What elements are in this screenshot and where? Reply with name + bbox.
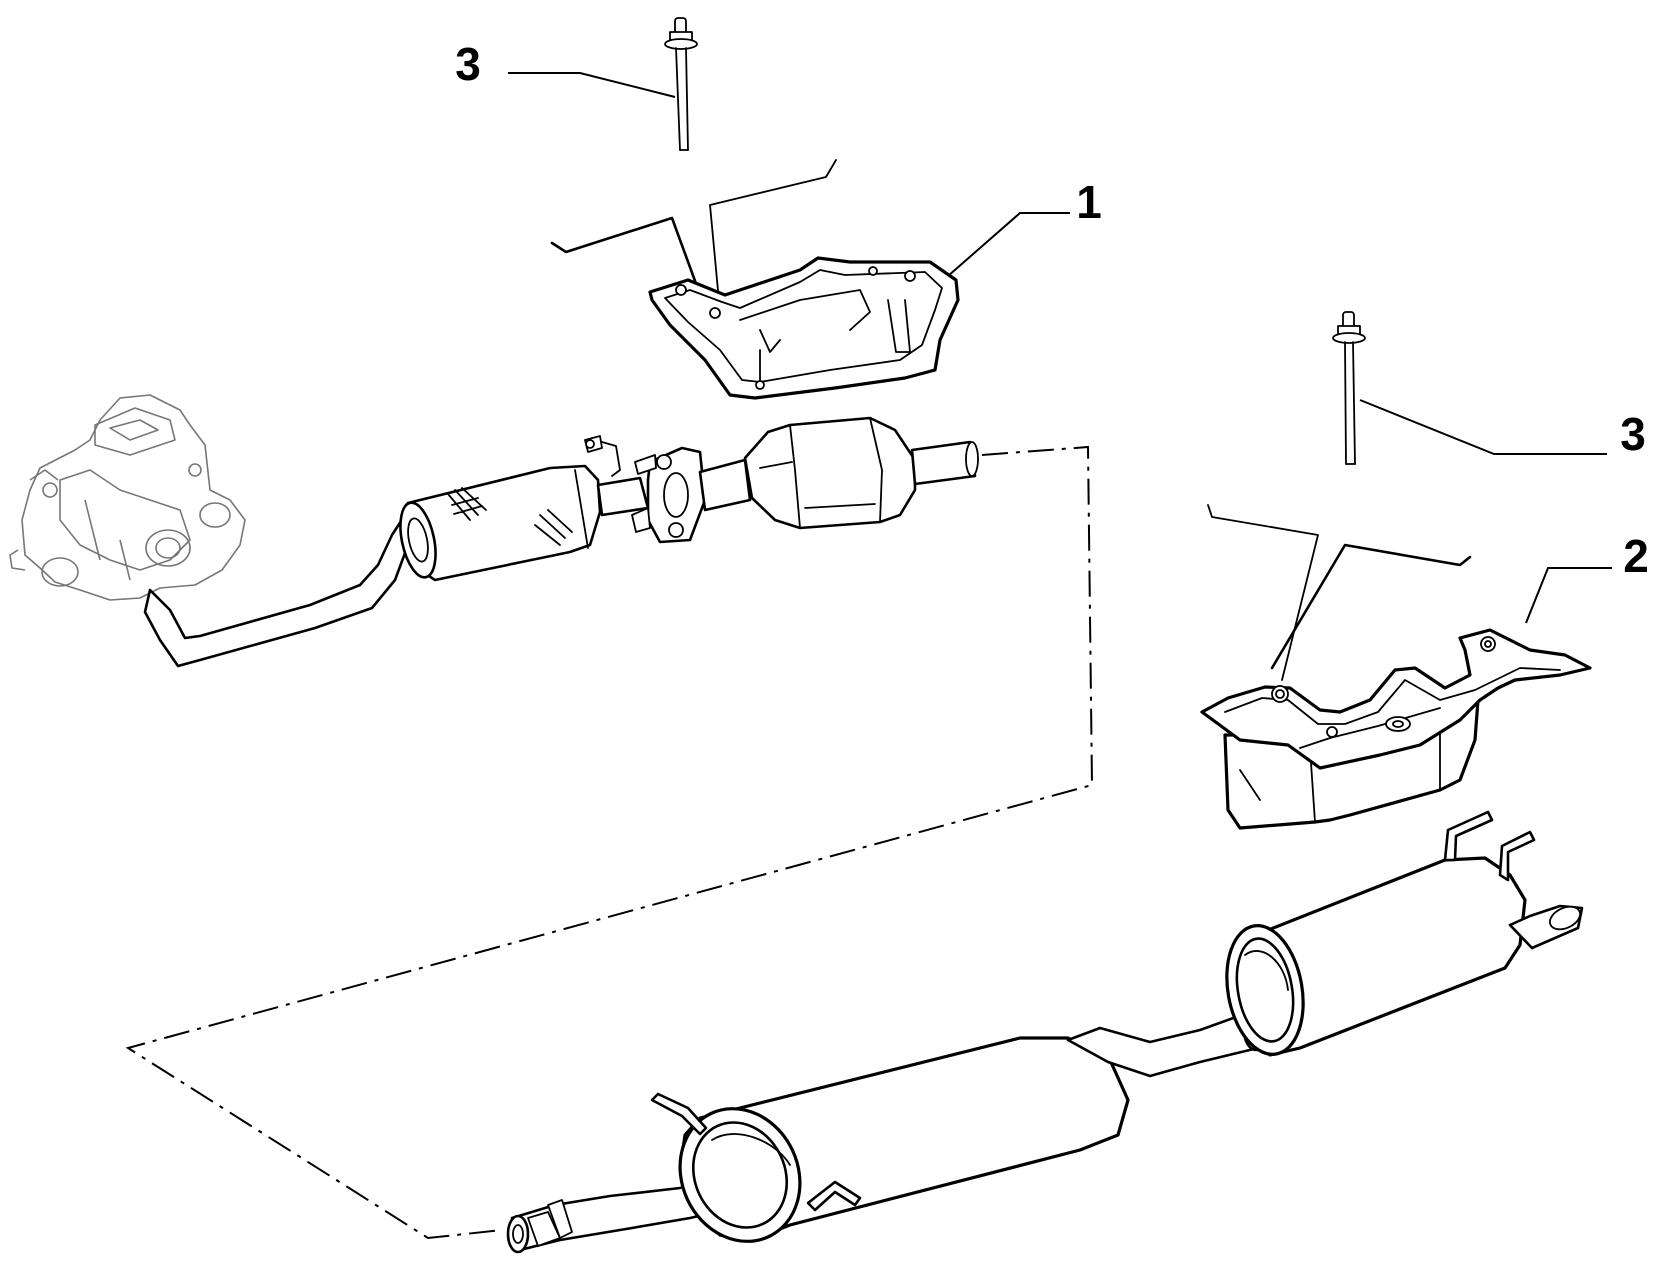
callout-3-top-group: 3 xyxy=(455,38,676,98)
leader-line-1 xyxy=(947,212,1070,277)
leader-line-3-right xyxy=(1359,399,1607,455)
heat-shield-2 xyxy=(1200,504,1592,830)
callout-number-3-right: 3 xyxy=(1620,408,1646,460)
connection-dash-line xyxy=(125,445,1094,1240)
bolt-top xyxy=(664,17,698,151)
rear-exhaust-assembly xyxy=(506,810,1584,1254)
leader-line-3-top xyxy=(508,72,676,98)
callout-3-right-group: 3 xyxy=(1359,399,1646,460)
heat-shield-1 xyxy=(550,159,960,400)
callout-number-3-top: 3 xyxy=(455,38,481,90)
bolt-right xyxy=(1332,311,1366,465)
front-exhaust-pipe xyxy=(143,416,979,668)
leader-line-2 xyxy=(1525,567,1612,624)
callout-1-group: 1 xyxy=(947,176,1102,277)
callout-number-2: 2 xyxy=(1623,530,1649,582)
callout-number-1: 1 xyxy=(1076,176,1102,228)
callout-2-group: 2 xyxy=(1525,530,1649,624)
engine-manifold xyxy=(9,394,246,601)
